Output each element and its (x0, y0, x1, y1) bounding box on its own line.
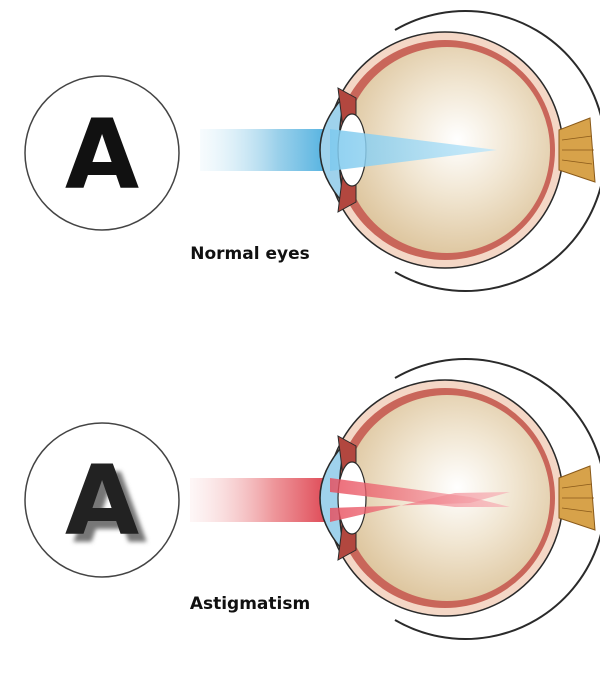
lens (337, 461, 367, 535)
normal-eyes-caption: Normal eyes (190, 244, 309, 264)
letter-chart-circle: A (24, 75, 180, 231)
astigmatism-caption: Astigmatism (190, 594, 310, 614)
sclera-outer (394, 358, 600, 640)
sclera-outer (394, 10, 600, 292)
letter-chart-circle-blurred: A A (24, 422, 180, 578)
focused-light-cone (330, 129, 497, 171)
ghost-letter-a: A (73, 453, 147, 565)
blurred-letter-a: A (65, 445, 139, 557)
normal-eye-panel: A Normal eyes (24, 10, 600, 292)
optic-nerve-fibers (561, 483, 594, 513)
optic-nerve-fibers (561, 135, 594, 165)
astigmatism-panel: A A Astigmatism (24, 358, 600, 640)
light-beam-red (190, 478, 330, 522)
sharp-letter-a: A (65, 99, 139, 211)
light-beam (200, 129, 330, 171)
focal-cone-lower (330, 492, 510, 522)
